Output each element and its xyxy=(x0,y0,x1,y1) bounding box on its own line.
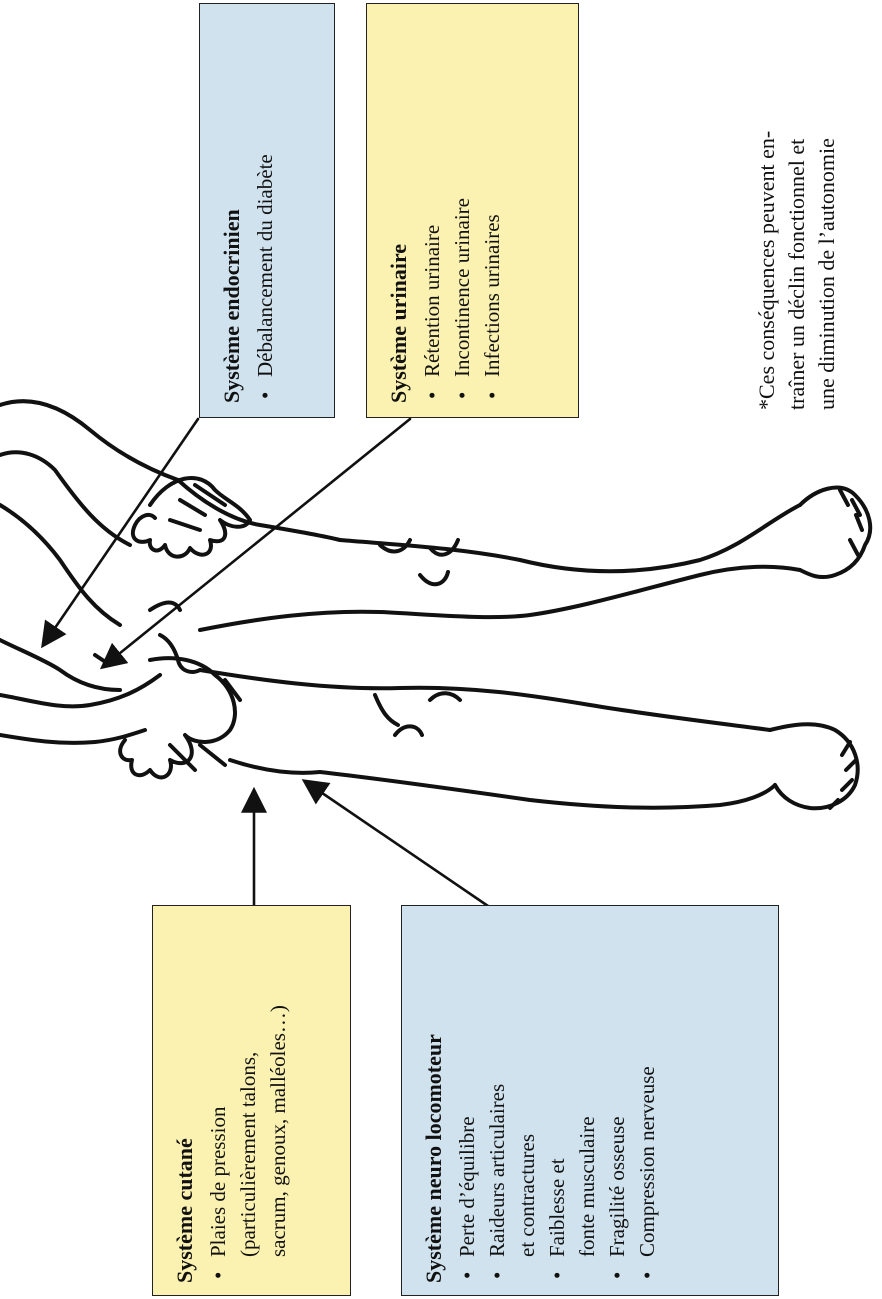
leg-top-inner xyxy=(200,567,800,630)
hip-mark xyxy=(375,695,398,725)
footnote-line: traîner un déclin fonctionnel et xyxy=(782,131,812,410)
neuro-item: Compression nerveuse xyxy=(632,920,662,1283)
footnote-line: une diminution de l’autonomie xyxy=(812,131,842,410)
neuro-item: Perte d’équilibre xyxy=(452,920,482,1283)
torso-top xyxy=(0,505,120,625)
torso-bottom xyxy=(0,640,120,690)
cutane-list: Plaies de pression (particulièrement tal… xyxy=(203,920,293,1283)
footnote-line: *Ces conséquences peuvent en- xyxy=(752,131,782,410)
leg-bottom-inner xyxy=(200,670,770,730)
upper-arm-outline-2 xyxy=(0,452,130,545)
neuro-list: Perte d’équilibre Raideurs articulairese… xyxy=(452,920,662,1283)
leg-top-outer xyxy=(340,505,800,571)
crotch xyxy=(160,635,200,672)
urinaire-item: Rétention urinaire xyxy=(417,20,447,403)
foot-bottom xyxy=(770,724,858,808)
arrow-neuro xyxy=(306,782,488,906)
knee-bottom-mark xyxy=(395,693,460,735)
endocrinien-list: Débalancement du diabète xyxy=(250,20,280,403)
urinaire-title: Système urinaire xyxy=(385,20,413,403)
urinaire-item: Incontinence urinaire xyxy=(447,20,477,403)
endocrinien-title: Système endocrinien xyxy=(218,20,246,403)
pelvis-bottom xyxy=(230,760,320,773)
cutane-title: Système cutané xyxy=(171,920,199,1283)
cutane-item: Plaies de pression (particulièrement tal… xyxy=(203,920,293,1283)
endocrinien-box: Système endocrinien Débalancement du dia… xyxy=(199,3,335,418)
neuro-item: Fragilité osseuse xyxy=(602,920,632,1283)
leg-bottom-outer xyxy=(320,772,775,808)
neuro-box: Système neuro locomoteur Perte d’équilib… xyxy=(401,905,779,1296)
cutane-box: Système cutané Plaies de pression (parti… xyxy=(152,905,351,1296)
upper-arm-outline xyxy=(0,401,178,480)
urinaire-box: Système urinaire Rétention urinaire Inco… xyxy=(366,3,579,418)
foot-top xyxy=(800,488,870,577)
endocrinien-item: Débalancement du diabète xyxy=(250,20,280,403)
urinaire-item: Infections urinaires xyxy=(477,20,507,403)
neuro-title: Système neuro locomoteur xyxy=(420,920,448,1283)
urinaire-list: Rétention urinaire Incontinence urinaire… xyxy=(417,20,507,403)
footnote: *Ces conséquences peuvent en- traîner un… xyxy=(752,131,842,410)
